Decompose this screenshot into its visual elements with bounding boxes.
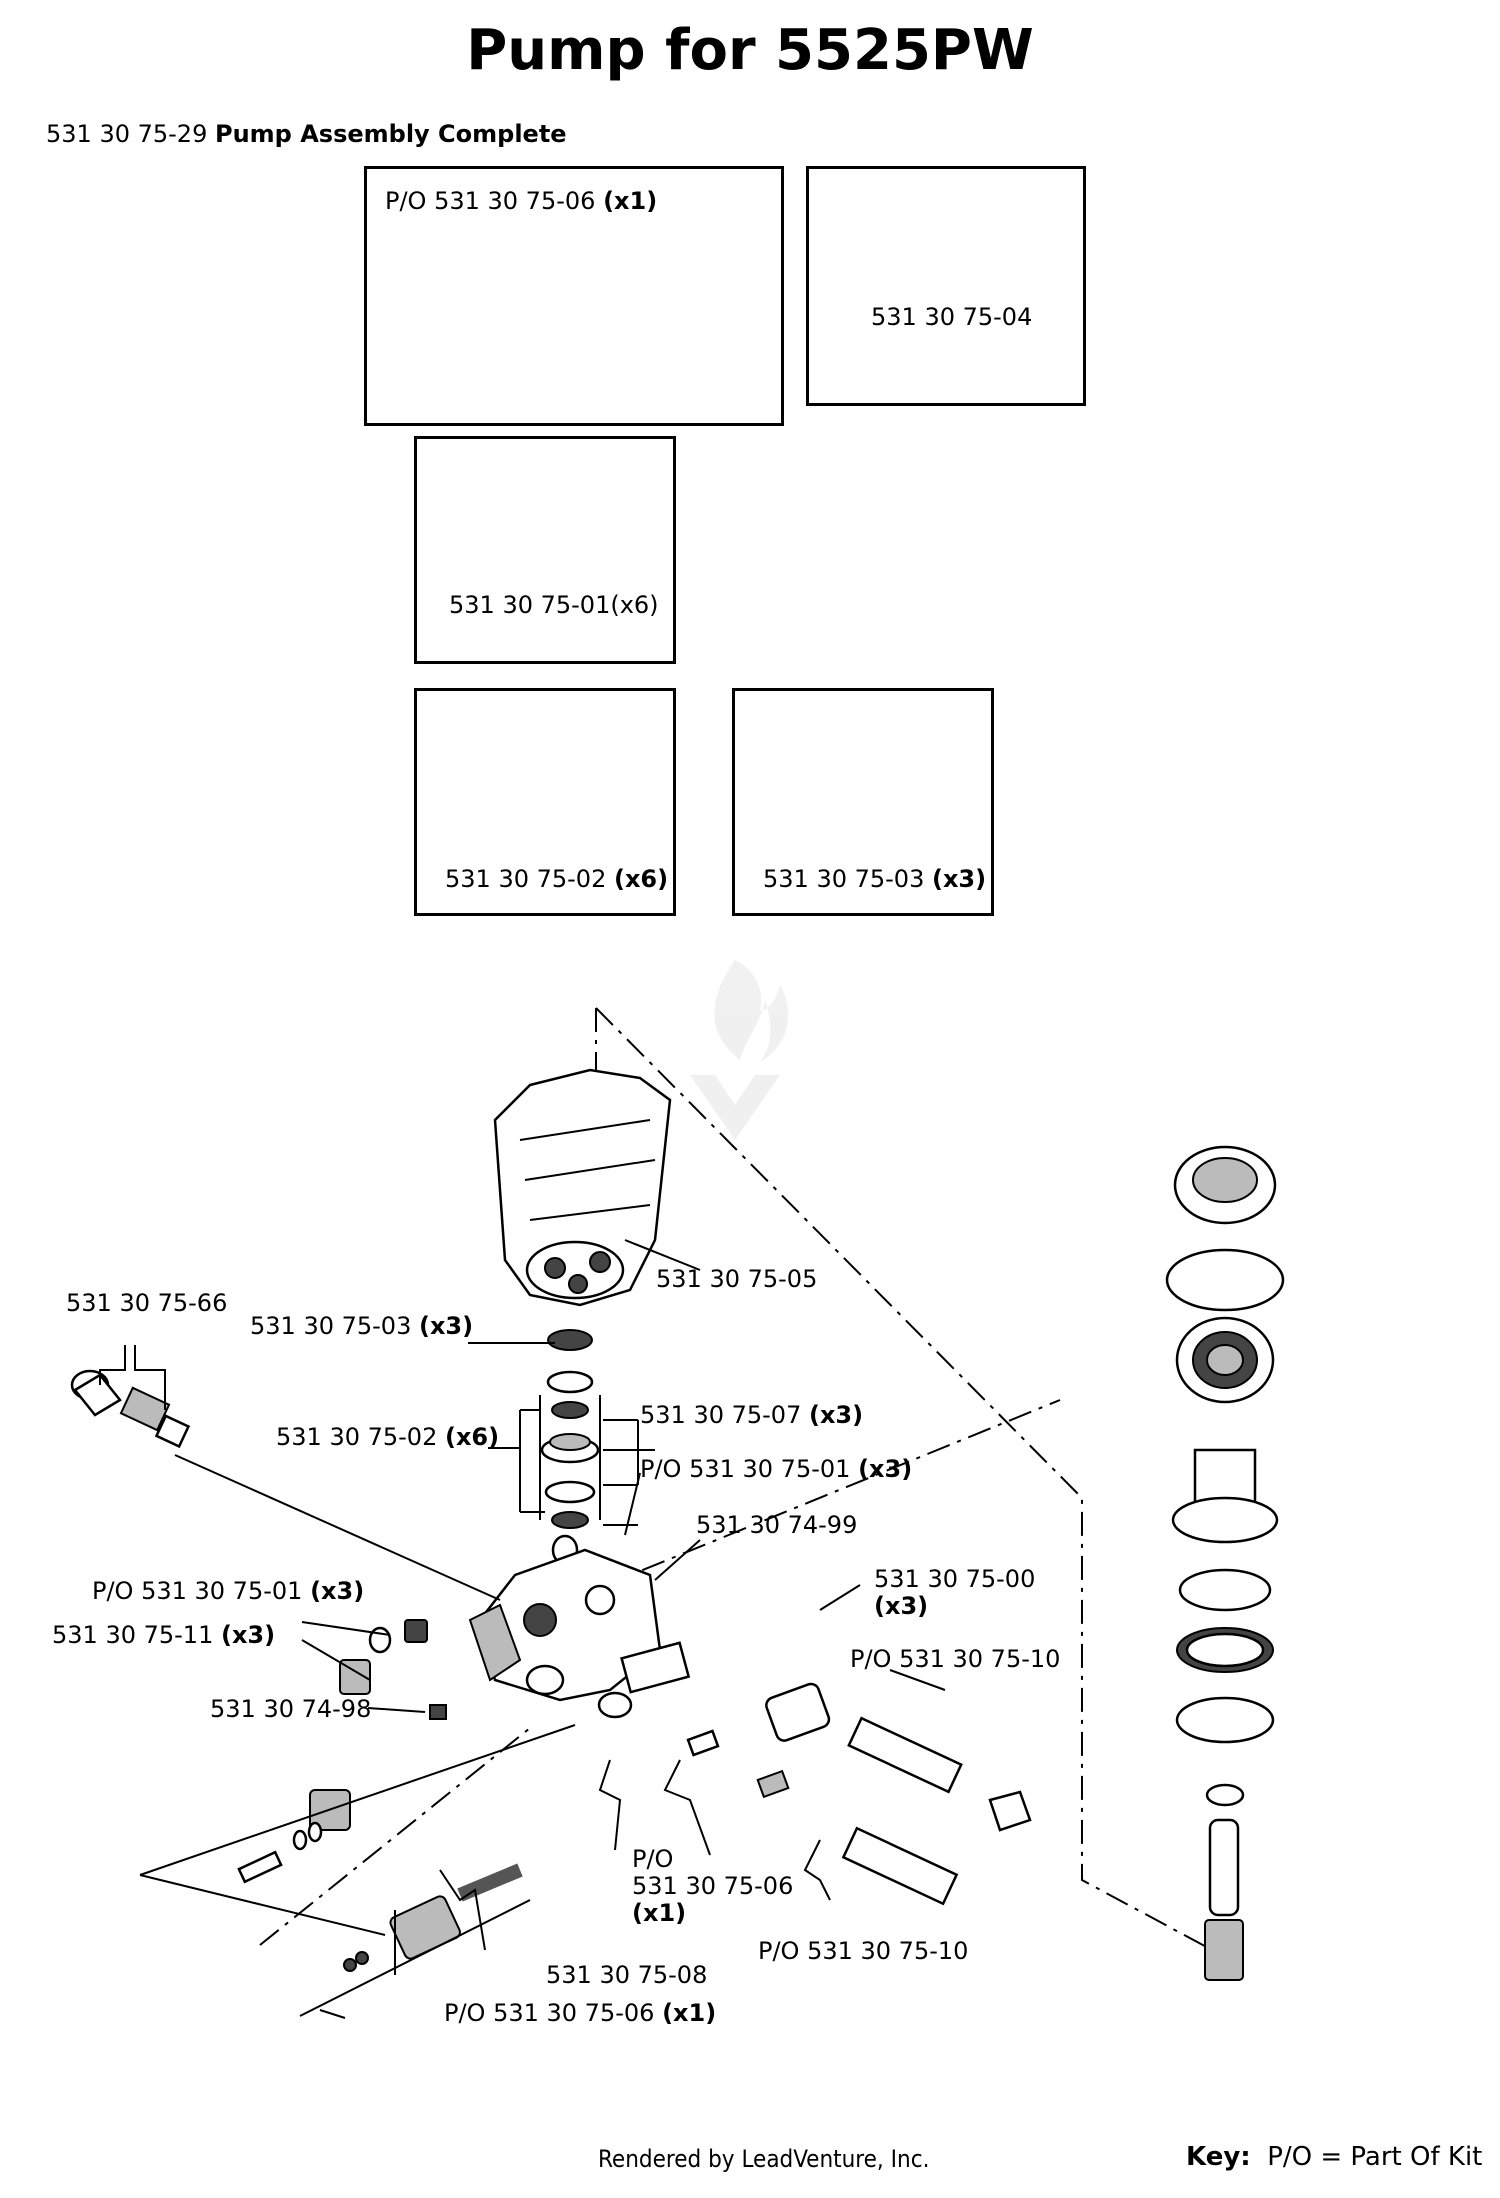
callout-part: P/O 531 30 75-10: [850, 1645, 1061, 1673]
kit-part: 531 30 75-04: [871, 303, 1033, 331]
kit-part: 531 30 75-02: [445, 865, 607, 893]
callout-qty: (x3): [310, 1577, 365, 1605]
callout-plug: 531 30 75-11 (x3): [52, 1622, 275, 1649]
callout-part: P/O: [632, 1845, 674, 1873]
callout-part: P/O 531 30 75-01: [640, 1455, 851, 1483]
assembly-part-number: 531 30 75-29: [46, 120, 208, 148]
callout-bolt: 531 30 75-00 (x3): [874, 1566, 1044, 1620]
kit-part: P/O 531 30 75-06: [385, 187, 596, 215]
callout-seal-07: 531 30 75-07 (x3): [640, 1402, 863, 1429]
kit-box-valve: 531 30 75-01(x6): [414, 436, 676, 664]
kit-part: 531 30 75-03: [763, 865, 925, 893]
plug-drawings: [339, 1619, 447, 1720]
callout-qty: (x1): [662, 1999, 717, 2027]
callout-unloader-lower: P/O 531 30 75-10: [758, 1938, 968, 1965]
pump-crankcase-drawing: [493, 1068, 672, 1307]
callout-valve-upper: P/O 531 30 75-01 (x3): [640, 1456, 912, 1483]
callout-part: 531 30 75-06: [632, 1872, 794, 1900]
callout-part: 531 30 75-07: [640, 1401, 802, 1429]
callout-seal-03: 531 30 75-03 (x3): [250, 1313, 473, 1340]
kit-box-orings: 531 30 75-04: [806, 166, 1086, 406]
kit-part: 531 30 75-01(x6): [449, 591, 659, 619]
kit-box-seal-03: 531 30 75-03 (x3): [732, 688, 994, 916]
assembly-guide-lines: [259, 1007, 1241, 1966]
callout-seal-02: 531 30 75-02 (x6): [276, 1424, 499, 1451]
callout-part: 531 30 75-03: [250, 1312, 412, 1340]
callout-qty: (x3): [808, 1401, 864, 1429]
callout-qty: (x6): [444, 1423, 500, 1451]
key-label: Key:: [1186, 2142, 1251, 2172]
callout-part: 531 30 74-98: [210, 1695, 372, 1723]
callout-injector-kit: P/O 531 30 75-06 (x1): [444, 2000, 716, 2027]
callout-part: 531 30 75-11: [52, 1621, 214, 1649]
render-credit: Rendered by LeadVenture, Inc.: [598, 2145, 930, 2173]
callout-part: 531 30 74-99: [696, 1511, 858, 1539]
watermark-logo: [690, 960, 789, 1140]
kit-label: 531 30 75-01(x6): [449, 591, 659, 619]
assembly-heading: 531 30 75-29 Pump Assembly Complete: [46, 120, 567, 148]
kit-qty: (x3): [931, 865, 987, 893]
callout-qty: (x3): [220, 1621, 276, 1649]
seal-stack-drawing: [519, 1329, 601, 1566]
callout-qty: (x3): [874, 1592, 929, 1620]
callout-qty: (x3): [858, 1455, 913, 1483]
kit-box-injector: P/O 531 30 75-06 (x1): [364, 166, 784, 426]
kit-box-seal-02: 531 30 75-02 (x6): [414, 688, 676, 916]
kit-label: 531 30 75-04: [871, 303, 1032, 331]
manifold-drawing: [468, 1548, 691, 1719]
kit-label: 531 30 75-02 (x6): [445, 865, 668, 893]
unloader-cylinder-drawings: [686, 1682, 1032, 1906]
assembly-name: Pump Assembly Complete: [214, 120, 567, 148]
kit-qty: (x6): [613, 865, 669, 893]
callout-valve-lower: P/O 531 30 75-01 (x3): [92, 1578, 364, 1605]
callout-unloader-upper: P/O 531 30 75-10: [850, 1646, 1060, 1673]
kit-label: 531 30 75-03 (x3): [763, 865, 986, 893]
injector-drawing: [237, 1789, 523, 1972]
key-legend: Key: P/O = Part Of Kit: [1186, 2142, 1482, 2172]
callout-inlet-fitting: 531 30 75-66: [66, 1290, 227, 1317]
callout-manifold: 531 30 74-99: [696, 1512, 857, 1539]
callout-crankcase: 531 30 75-05: [656, 1266, 817, 1293]
page-title: Pump for 5525PW: [466, 18, 1034, 83]
callout-part: 531 30 75-66: [66, 1289, 228, 1317]
kit-label: P/O 531 30 75-06 (x1): [385, 187, 657, 215]
callout-part: 531 30 75-00: [874, 1565, 1036, 1593]
inlet-fitting-drawing: [70, 1369, 191, 1449]
callout-part: 531 30 75-08: [546, 1961, 708, 1989]
callout-part: 531 30 75-02: [276, 1423, 438, 1451]
plunger-stack-drawing: [1165, 1145, 1285, 1981]
callout-injector-qty: (x1): [632, 1900, 686, 1927]
leader-lines: [99, 1239, 946, 2019]
callout-part: (x1): [632, 1899, 687, 1927]
callout-part: P/O 531 30 75-06: [444, 1999, 655, 2027]
callout-part: P/O 531 30 75-10: [758, 1937, 969, 1965]
callout-74-98: 531 30 74-98: [210, 1696, 371, 1723]
kit-qty: (x1): [603, 187, 658, 215]
callout-qty: (x3): [418, 1312, 474, 1340]
callout-injector-part: 531 30 75-06: [632, 1873, 793, 1900]
callout-75-08: 531 30 75-08: [546, 1962, 707, 1989]
callout-part: 531 30 75-05: [656, 1265, 818, 1293]
callout-part: P/O 531 30 75-01: [92, 1577, 303, 1605]
key-text: P/O = Part Of Kit: [1267, 2142, 1483, 2172]
callout-po-label: P/O: [632, 1846, 673, 1873]
